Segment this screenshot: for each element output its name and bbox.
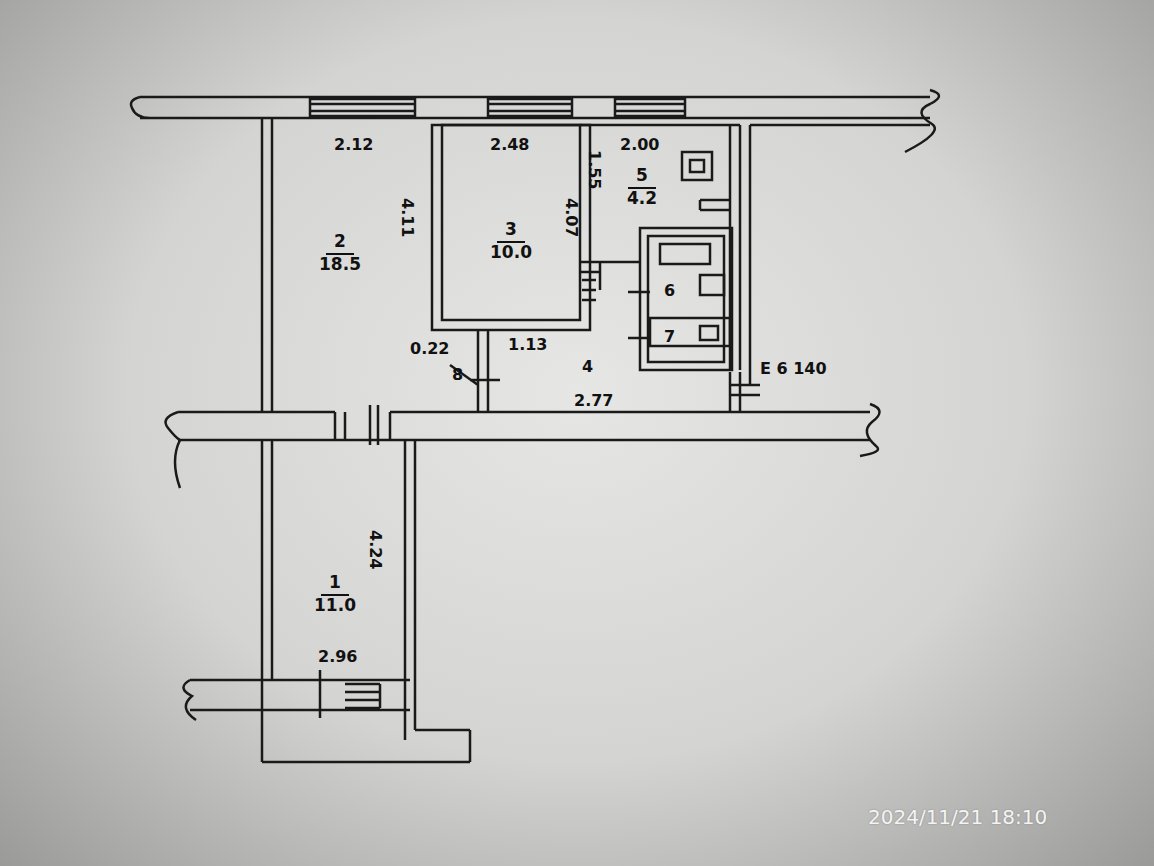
room-area: 11.0 [314,596,356,616]
callout-number: 8 [452,366,463,384]
room-number: 5 [628,166,656,189]
room-area: 4.2 [627,189,657,209]
wall [730,372,760,412]
wall [432,125,590,330]
stove [682,152,712,180]
fixture [700,326,718,340]
room-number: 2 [326,232,354,255]
callout-number: 4 [582,358,593,376]
wall [450,330,500,412]
stove [690,160,704,172]
timestamp: 2024/11/21 18:10 [868,806,1047,828]
dimension: 2.00 [620,136,659,154]
room-area: 10.0 [490,243,532,263]
callout-number: 6 [664,282,675,300]
fixture [660,244,710,264]
dimension: 4.24 [366,530,384,569]
wall [580,125,930,385]
dimension: 0.22 [410,340,449,358]
break-mark [166,412,180,488]
wall [640,228,732,370]
fixture [650,318,730,346]
dimension: 2.48 [490,136,529,154]
fixture [700,275,724,295]
dimension: E 6 140 [760,360,827,378]
wall [442,125,580,320]
room: 111.0 [280,562,390,626]
room-number: 3 [497,220,525,243]
break-mark [860,404,880,456]
dimension: 4.07 [562,198,580,237]
room: 54.2 [612,156,672,218]
room: 218.5 [285,212,395,294]
fixture [700,200,730,210]
wall [580,262,640,300]
room-number: 1 [321,573,349,596]
dimension: 2.12 [334,136,373,154]
wall [131,97,930,118]
window [320,670,380,718]
room-area: 18.5 [319,255,361,275]
dimension: 2.77 [574,392,613,410]
wall [648,236,724,362]
room: 310.0 [452,200,570,282]
callout-number: 7 [664,328,675,346]
break-mark [905,90,939,152]
dimension: 1.13 [508,336,547,354]
door [335,405,390,445]
window [310,99,685,116]
dimension: 1.55 [585,150,603,189]
leader [600,262,650,338]
wall [178,412,870,440]
dimension: 2.96 [318,648,357,666]
dimension: 4.11 [398,198,416,237]
wall [262,440,470,762]
